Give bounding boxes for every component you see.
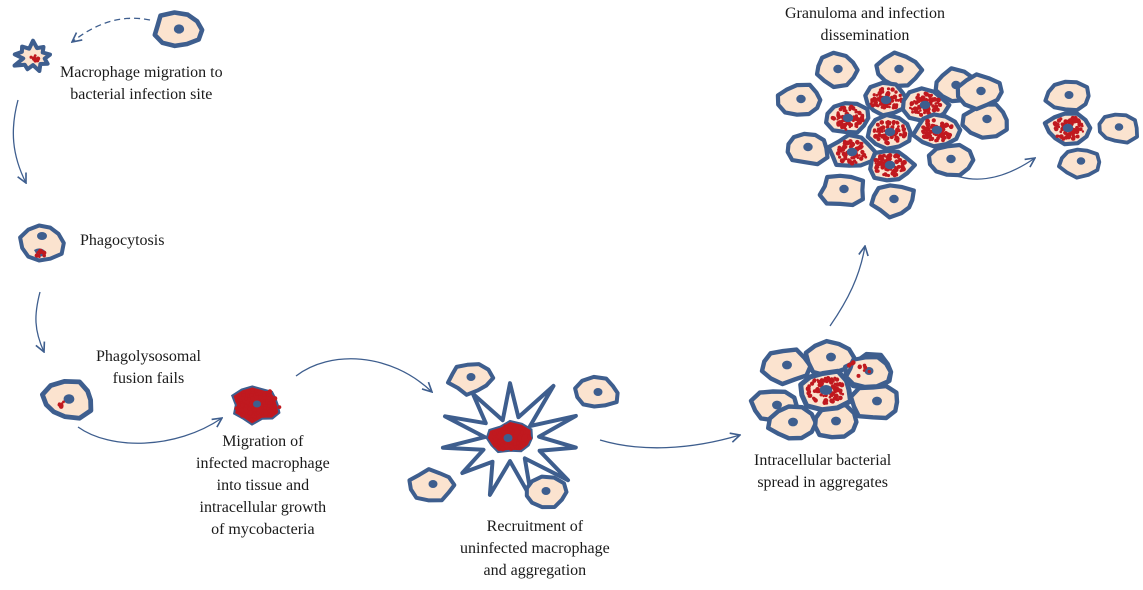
label-line: infected macrophage	[196, 455, 330, 472]
granuloma-macrophage	[960, 102, 1009, 140]
label-line: Phagolysosomal	[96, 348, 201, 365]
aggregate-macrophage	[759, 347, 813, 387]
recruited-macrophage	[446, 362, 496, 397]
label-line: spread in aggregates	[757, 474, 888, 491]
granuloma-macrophage	[775, 82, 823, 117]
label-line: fusion fails	[112, 370, 185, 387]
granuloma-infected-macrophage	[824, 101, 871, 135]
label-line: Intracellular bacterial	[754, 452, 892, 469]
arrow-phagocytosis-to-phagolysosomal	[35, 291, 44, 352]
label-line: dissemination	[820, 27, 910, 44]
granuloma-macrophage	[926, 142, 976, 178]
disseminated-infected-macrophage	[1042, 111, 1093, 147]
label-line: of mycobacteria	[211, 521, 315, 538]
phagolysosomal-macrophage	[40, 379, 94, 421]
infection-site-burst	[12, 38, 52, 73]
cells	[12, 10, 1139, 510]
granuloma-infected-macrophage	[863, 80, 910, 118]
arrow-to-granuloma	[829, 246, 865, 327]
label-migration: Macrophage migration to bacterial infect…	[60, 62, 223, 106]
granuloma-infected-macrophage	[826, 132, 878, 168]
flow-arrows	[12, 17, 1035, 449]
granuloma-infected-macrophage	[865, 112, 913, 151]
granuloma-macrophage	[955, 72, 1004, 112]
granuloma-macrophage	[814, 50, 860, 90]
label-line: into tissue and	[216, 477, 310, 494]
aggregate-spreading-macrophage	[844, 355, 893, 389]
phagocytosing-macrophage	[18, 223, 66, 263]
disseminated-macrophage	[1097, 112, 1139, 145]
granuloma-macrophage	[869, 183, 916, 220]
label-line: intracellular growth	[199, 499, 327, 516]
aggregate-macrophage	[812, 402, 859, 440]
recruited-macrophage	[573, 374, 620, 409]
aggregate-macrophage	[848, 383, 900, 421]
label-phagolysosomal: Phagolysosomal fusion fails	[96, 346, 201, 390]
granuloma-infected-macrophage	[868, 148, 917, 183]
recruitment-burst	[440, 381, 578, 502]
arrow-migration-to-phagocytosis	[12, 99, 26, 183]
infected-macrophage	[230, 385, 282, 426]
label-line: Granuloma and infection	[785, 5, 945, 22]
granuloma-macrophage	[785, 131, 830, 167]
label-line: uninfected macrophage	[460, 540, 610, 557]
label-line: Migration of	[222, 433, 304, 450]
granuloma-macrophage	[874, 50, 925, 89]
aggregate-infected-macrophage	[798, 368, 853, 413]
granuloma-macrophage	[817, 173, 866, 208]
label-tissue-migration: Migration of infected macrophage into ti…	[196, 431, 330, 541]
arrow-to-spread	[599, 435, 740, 449]
label-phagocytosis: Phagocytosis	[80, 230, 164, 252]
granuloma-infected-macrophage	[910, 112, 963, 149]
disseminated-macrophage	[1043, 79, 1091, 113]
label-granuloma: Granuloma and infection dissemination	[785, 3, 945, 47]
recruited-macrophage	[407, 467, 457, 503]
arrow-to-migration-cell	[77, 418, 222, 444]
recruited-macrophage	[524, 474, 569, 510]
label-recruitment: Recruitment of uninfected macrophage and…	[460, 516, 610, 582]
migrating-macrophage	[152, 10, 205, 49]
label-line: and aggregation	[483, 562, 587, 579]
label-line: bacterial infection site	[70, 86, 213, 103]
disseminated-macrophage	[1057, 147, 1102, 180]
arrow-to-recruitment	[295, 358, 432, 392]
aggregate-macrophage	[766, 404, 819, 441]
label-line: Phagocytosis	[80, 232, 165, 249]
arrow-dashed-migration	[72, 17, 151, 42]
label-line: Recruitment of	[486, 518, 584, 535]
label-line: Macrophage migration to	[60, 64, 223, 81]
label-spread: Intracellular bacterial spread in aggreg…	[754, 450, 891, 494]
